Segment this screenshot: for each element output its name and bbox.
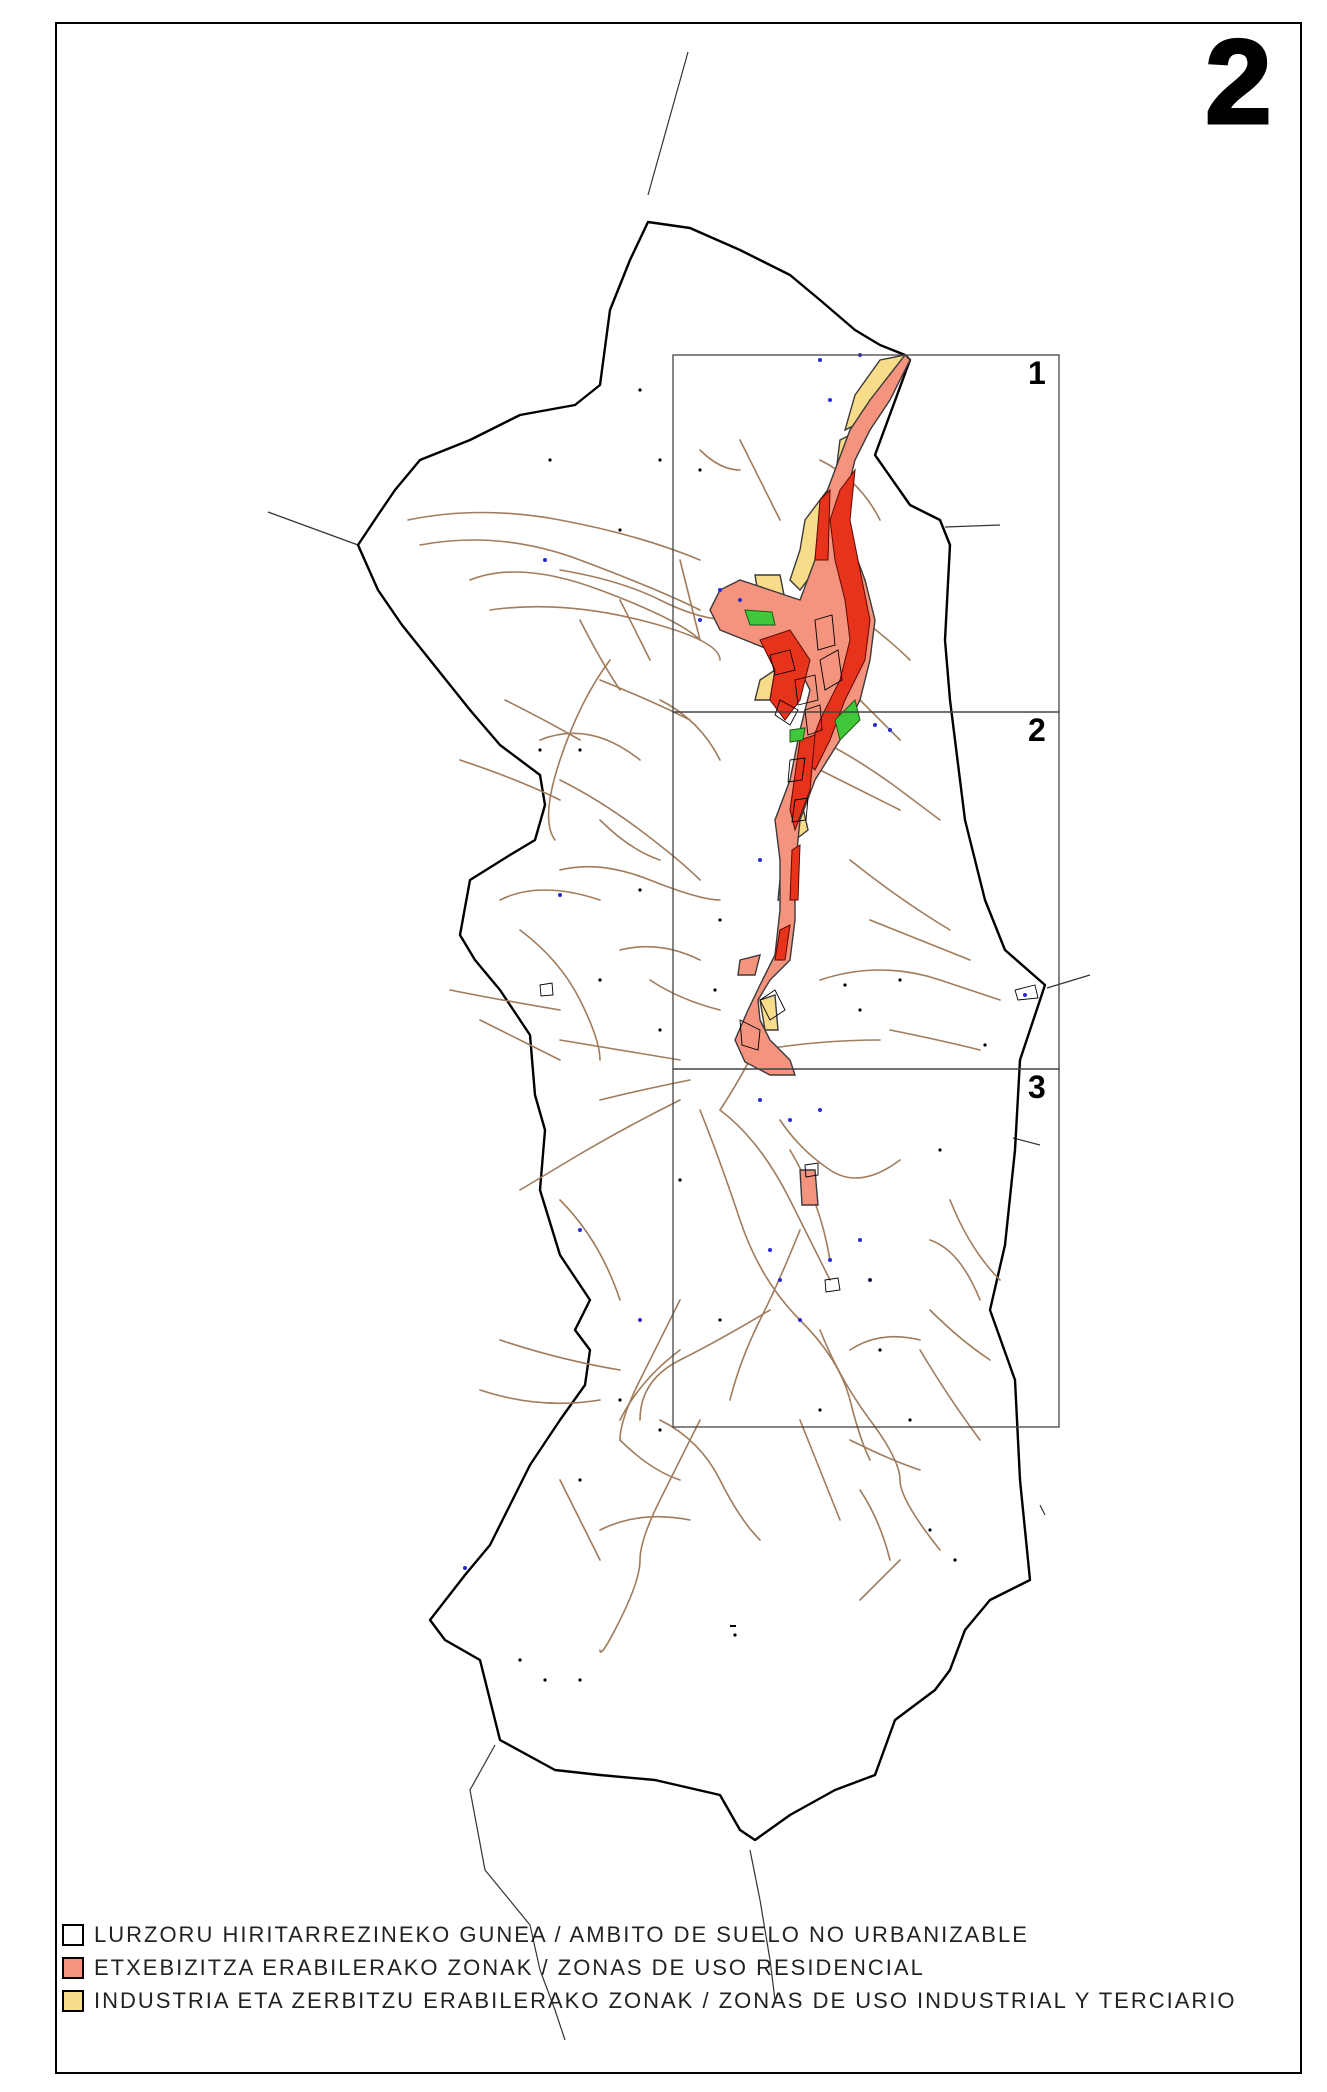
legend-item-industrial: INDUSTRIA ETA ZERBITZU ERABILERAKO ZONAK… <box>62 1984 1262 2017</box>
legend-label: LURZORU HIRITARREZINEKO GUNEA / AMBITO D… <box>94 1921 1029 1947</box>
legend-item-non-urbanizable: LURZORU HIRITARREZINEKO GUNEA / AMBITO D… <box>62 1918 1262 1951</box>
scattered-buildings <box>463 353 1027 1682</box>
external-boundary-lines <box>267 51 1091 2041</box>
map-legend: LURZORU HIRITARREZINEKO GUNEA / AMBITO D… <box>62 1918 1262 2017</box>
index-box-label-2: 2 <box>1028 712 1046 748</box>
sheet-number: 2 <box>1204 15 1274 149</box>
legend-item-residential: ETXEBIZITZA ERABILERAKO ZONAK / ZONAS DE… <box>62 1951 1262 1984</box>
urban-block-outlines <box>539 614 1039 1293</box>
legend-swatch <box>62 1923 84 1946</box>
index-box-label-3: 3 <box>1028 1069 1046 1105</box>
map-frame <box>55 22 1302 2074</box>
sheet-index-grid[interactable] <box>672 354 1060 1428</box>
legend-label: INDUSTRIA ETA ZERBITZU ERABILERAKO ZONAK… <box>94 1987 1237 2013</box>
residential-zones[interactable] <box>709 353 911 1206</box>
legend-label: ETXEBIZITZA ERABILERAKO ZONAK / ZONAS DE… <box>94 1954 925 1980</box>
index-box-label-1: 1 <box>1028 355 1046 391</box>
green-zones[interactable] <box>744 609 861 743</box>
legend-swatch <box>62 1956 84 1979</box>
road-network <box>407 439 1001 1653</box>
legend-swatch <box>62 1989 84 2012</box>
index-box-3[interactable] <box>672 1068 1060 1428</box>
municipal-boundary <box>356 220 1047 1842</box>
